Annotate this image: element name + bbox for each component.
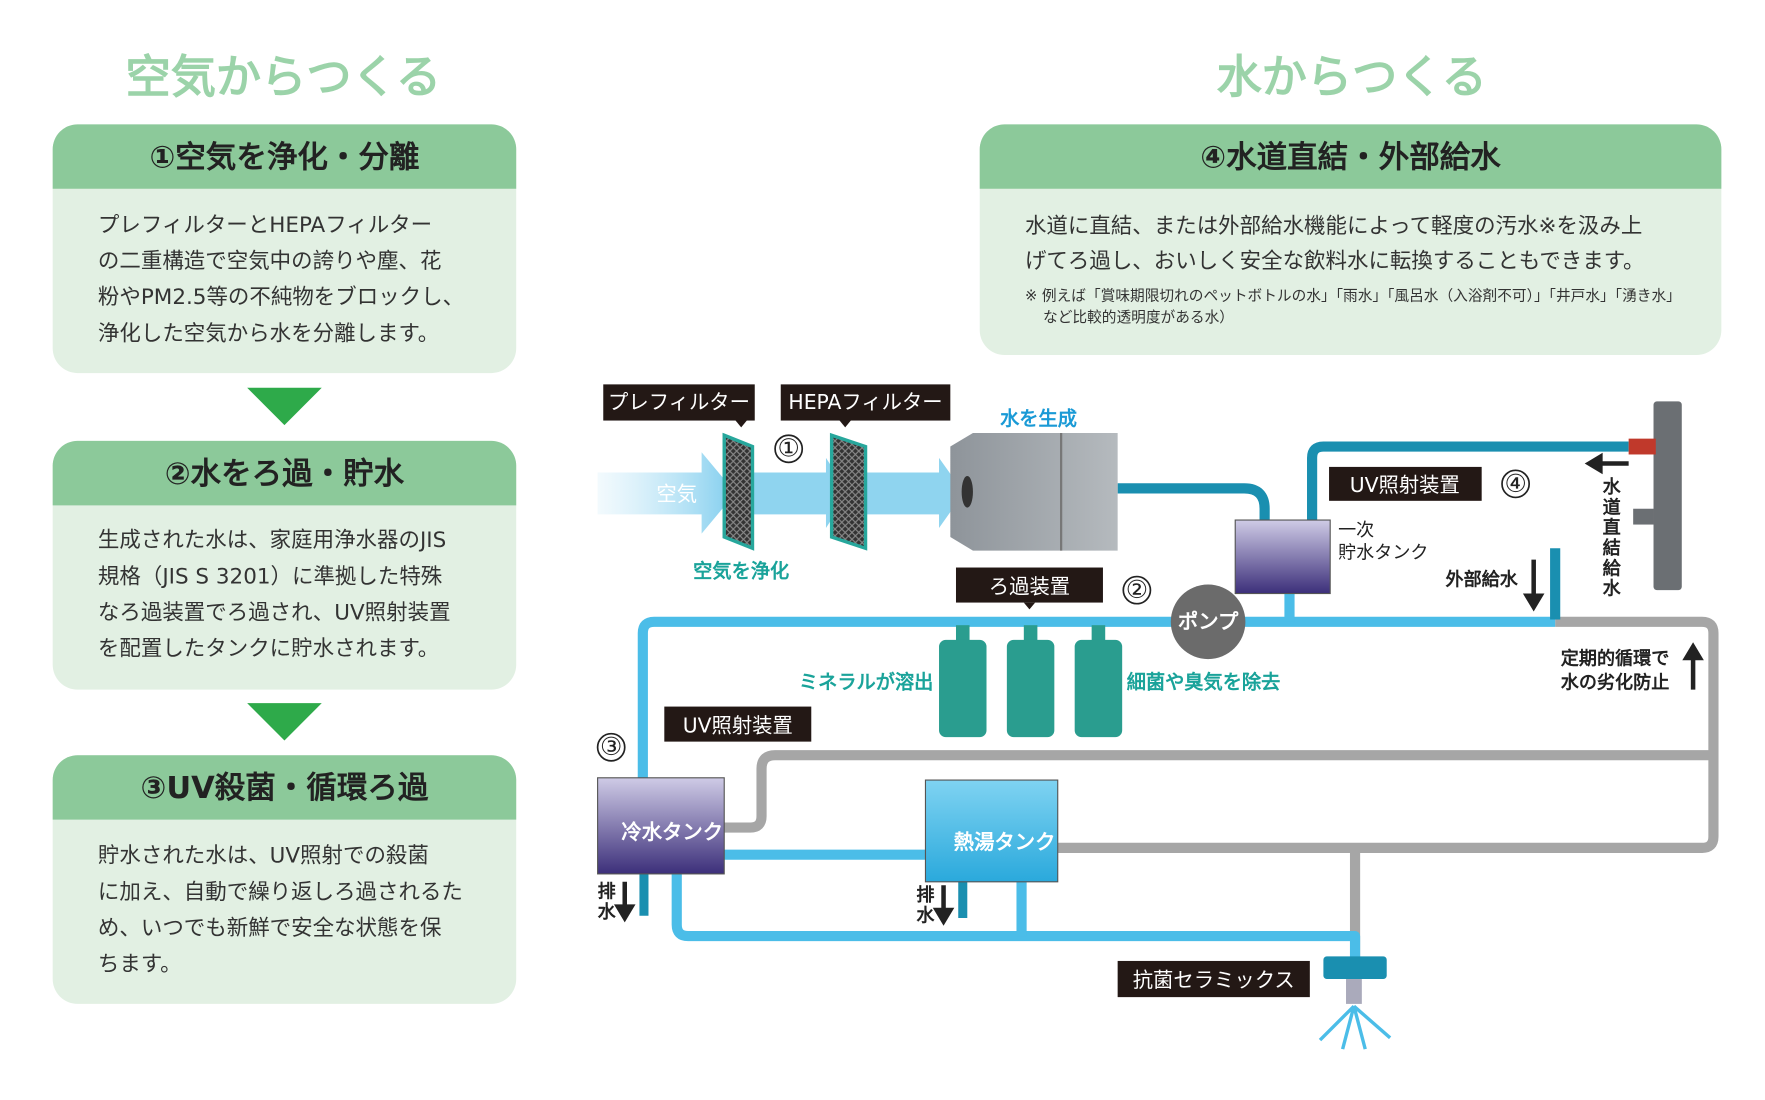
step-4-card: ④水道直結・外部給水 水道に直結、または外部給水機能によって軽度の汚水※を汲み上… xyxy=(979,124,1722,355)
down-arrow-icon xyxy=(247,387,322,426)
direct-water-label: 水 道 直 結 給 水 xyxy=(1603,476,1622,600)
arrow-up-icon xyxy=(1682,642,1704,690)
pump-label: ポンプ xyxy=(1178,610,1239,634)
step-1-card: ①空気を浄化・分離 プレフィルターとHEPAフィルター の二重構造で空気中の誇り… xyxy=(52,124,517,374)
hepa-label: HEPAフィルター xyxy=(788,390,942,414)
step-2-card: ②水をろ過・貯水 生成された水は、家庭用浄水器のJIS 規格（JIS S 320… xyxy=(52,440,517,690)
air-arrow xyxy=(597,452,736,534)
circulate-label: 水の劣化防止 xyxy=(1561,671,1669,693)
step-4-line: げてろ過し、おいしく安全な飲料水に転換することもできます。 xyxy=(1025,249,1645,274)
step-3-line: め、いつでも新鮮で安全な状態を保 xyxy=(98,916,442,941)
air-arrow xyxy=(752,457,849,528)
step-2-header: ②水をろ過・貯水 xyxy=(165,457,405,492)
arrow-left-icon xyxy=(1584,452,1629,475)
cold-tank xyxy=(597,777,725,875)
uv-device-label: UV照射装置 xyxy=(1350,473,1460,497)
step-number: ① xyxy=(778,434,800,463)
circulate-label: 定期的循環で xyxy=(1561,648,1669,670)
purify-label: 空気を浄化 xyxy=(693,560,789,583)
step-1-line: の二重構造で空気中の誇りや塵、花 xyxy=(98,249,442,274)
pump xyxy=(1170,584,1246,660)
hot-tank xyxy=(924,779,1059,883)
svg-text:水: 水 xyxy=(1603,578,1622,600)
step-1-line: プレフィルターとHEPAフィルター xyxy=(98,213,432,238)
step-2-line: なろ過装置でろ過され、UV照射装置 xyxy=(98,601,451,626)
step-2-line: 規格（JIS S 3201）に準拠した特殊 xyxy=(98,564,443,589)
cold-tank-label: 冷水タンク xyxy=(621,820,723,844)
prefilter xyxy=(722,432,755,551)
step-3-line: 貯水された水は、UV照射での殺菌 xyxy=(98,844,429,869)
step-1-line: 浄化した空気から水を分離します。 xyxy=(98,321,439,346)
primary-tank xyxy=(1234,519,1331,595)
svg-text:水: 水 xyxy=(916,904,935,926)
primary-tank-label: 貯水タンク xyxy=(1338,542,1428,563)
step-2-line: 生成された水は、家庭用浄水器のJIS xyxy=(98,528,446,553)
nozzle xyxy=(1323,956,1387,980)
hot-tank-label: 熱湯タンク xyxy=(954,830,1056,854)
svg-text:道: 道 xyxy=(1603,496,1621,518)
external-supply-label: 外部給水 xyxy=(1446,569,1519,591)
air-arrow xyxy=(865,457,964,528)
svg-text:結: 結 xyxy=(1603,537,1621,559)
svg-text:水: 水 xyxy=(1603,476,1622,498)
mineral-label: ミネラルが溶出 xyxy=(799,670,933,693)
step-1-header: ①空気を浄化・分離 xyxy=(149,140,419,175)
svg-text:給: 給 xyxy=(1603,557,1622,579)
drain-label: 排 水 xyxy=(598,881,636,923)
svg-text:排: 排 xyxy=(598,881,616,903)
step-number: ② xyxy=(1126,575,1148,604)
prefilter-label: プレフィルター xyxy=(608,390,750,414)
primary-tank-label: 一次 xyxy=(1338,520,1374,541)
step-number: ④ xyxy=(1504,469,1526,498)
right-title: 水からつくる xyxy=(1216,51,1486,104)
down-arrow-icon xyxy=(247,703,322,741)
svg-text:水: 水 xyxy=(598,901,617,923)
ceramics-label: 抗菌セラミックス xyxy=(1133,968,1295,992)
left-title: 空気からつくる xyxy=(126,51,442,104)
step-3-line: に加え、自動で繰り返しろ過されるた xyxy=(98,880,463,905)
generate-label: 水を生成 xyxy=(1000,407,1077,430)
step-1-line: 粉やPM2.5等の不純物をブロックし、 xyxy=(98,285,464,310)
step-number: ③ xyxy=(600,732,622,761)
water-spray xyxy=(1318,1004,1392,1050)
tap-connector xyxy=(1653,401,1682,591)
step-4-note: ※ 例えば「賞味期限切れのペットボトルの水」「雨水」「風呂水（入浴剤不可）」「井… xyxy=(1025,288,1681,305)
filter-unit-label: ろ過装置 xyxy=(989,575,1070,599)
drain-label: 排 水 xyxy=(916,884,955,926)
hepa-filter xyxy=(829,432,868,551)
filter-cartridges xyxy=(939,625,1123,738)
step-4-line: 水道に直結、または外部給水機能によって軽度の汚水※を汲み上 xyxy=(1025,214,1642,239)
pipes xyxy=(637,441,1719,961)
arrow-down-icon xyxy=(1522,559,1545,612)
step-4-header: ④水道直結・外部給水 xyxy=(1200,139,1501,175)
step-3-line: ちます。 xyxy=(98,952,182,977)
svg-text:直: 直 xyxy=(1603,517,1621,539)
step-2-line: を配置したタンクに貯水されます。 xyxy=(98,637,439,662)
step-3-header: ③UV殺菌・循環ろ過 xyxy=(141,771,429,806)
water-generator xyxy=(950,432,1118,551)
step-3-card: ③UV殺菌・循環ろ過 貯水された水は、UV照射での殺菌 に加え、自動で繰り返しろ… xyxy=(52,755,517,1004)
air-label: 空気 xyxy=(656,482,697,506)
step-4-note: など比較的透明度がある水） xyxy=(1043,308,1234,326)
uv-device-label: UV照射装置 xyxy=(683,714,793,738)
svg-text:排: 排 xyxy=(916,884,934,906)
remove-label: 細菌や臭気を除去 xyxy=(1127,670,1281,693)
